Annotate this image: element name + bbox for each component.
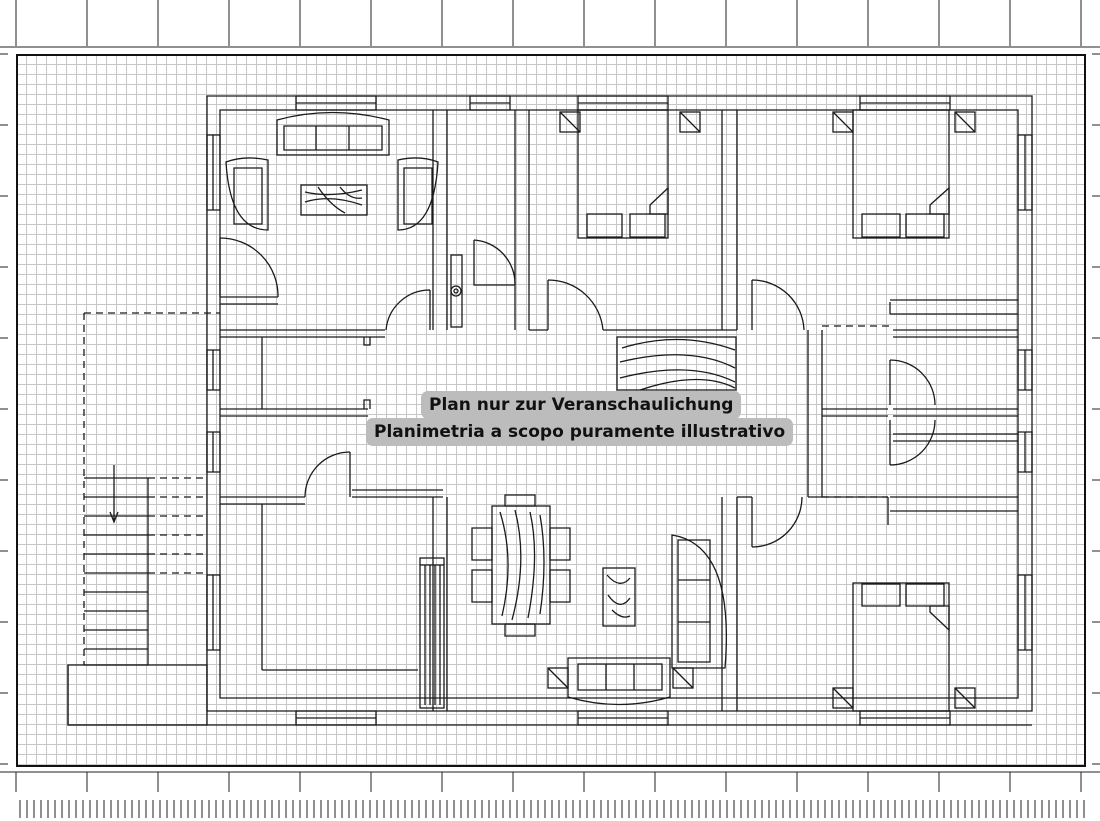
doors: [219, 237, 936, 548]
hallway-floor-pattern: [616, 336, 737, 391]
interior-walls: [220, 110, 1018, 711]
bedroom-2-furniture: [832, 109, 976, 239]
dining-furniture: [471, 494, 636, 637]
caption-line-1: Plan nur zur Veranschaulichung: [421, 391, 742, 419]
staircase: [84, 465, 149, 666]
exterior-walls: [67, 95, 1033, 726]
dashed-outlines: [83, 312, 890, 665]
windows: [206, 95, 1033, 726]
bedroom-3-furniture: [832, 582, 976, 712]
bathroom-fixture: [450, 254, 463, 328]
kitchen-counter: [419, 557, 445, 709]
bedroom-1-furniture: [559, 109, 701, 239]
caption-line-2: Planimetria a scopo puramente illustrati…: [366, 418, 794, 446]
living-room-furniture: [225, 111, 439, 231]
lounge-furniture: [547, 534, 728, 706]
